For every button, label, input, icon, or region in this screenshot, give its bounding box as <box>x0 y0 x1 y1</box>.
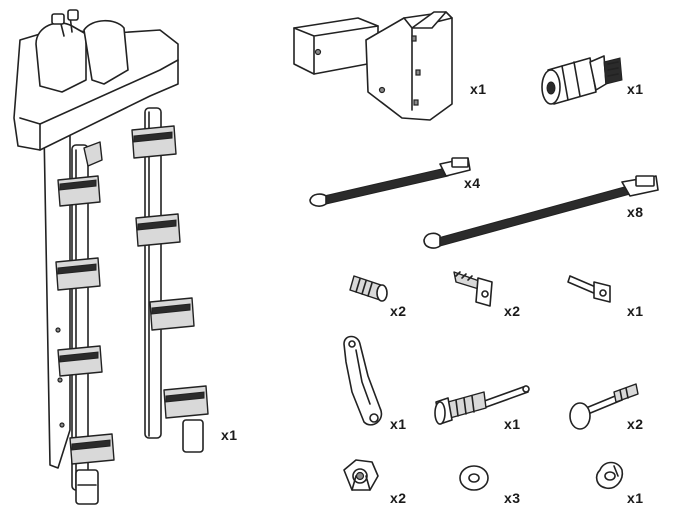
qty-label-carriage-bolt: x2 <box>627 416 644 432</box>
qty-label-key: x2 <box>504 303 521 319</box>
qty-label-nut: x2 <box>390 490 407 506</box>
long-strap-icon <box>423 175 659 249</box>
hex-bolt-icon <box>434 385 530 425</box>
bracket-plate-icon <box>343 335 383 426</box>
qty-label-rack: x1 <box>221 427 238 443</box>
qty-label-short-strap: x4 <box>464 175 481 191</box>
bike-rack-mast-icon <box>13 9 209 505</box>
key-icon <box>453 271 493 307</box>
hitch-receiver-bar-icon <box>293 11 453 121</box>
qty-label-lock-core: x2 <box>390 303 407 319</box>
lock-core-icon <box>349 275 388 302</box>
short-strap-icon <box>309 157 471 207</box>
qty-label-long-strap: x8 <box>627 204 644 220</box>
split-lock-washer-icon <box>595 461 624 490</box>
lock-nut-icon <box>343 459 379 491</box>
tool-key-icon <box>567 275 611 303</box>
qty-label-hex-bolt: x1 <box>504 416 521 432</box>
carriage-bolt-icon <box>569 383 639 430</box>
qty-label-tool-key: x1 <box>627 303 644 319</box>
qty-label-bracket: x1 <box>390 416 407 432</box>
lock-cylinder-icon <box>541 55 623 105</box>
qty-label-lock: x1 <box>627 81 644 97</box>
qty-label-washer: x3 <box>504 490 521 506</box>
qty-label-lock-washer: x1 <box>627 490 644 506</box>
qty-label-hitch: x1 <box>470 81 487 97</box>
flat-washer-icon <box>459 465 489 491</box>
